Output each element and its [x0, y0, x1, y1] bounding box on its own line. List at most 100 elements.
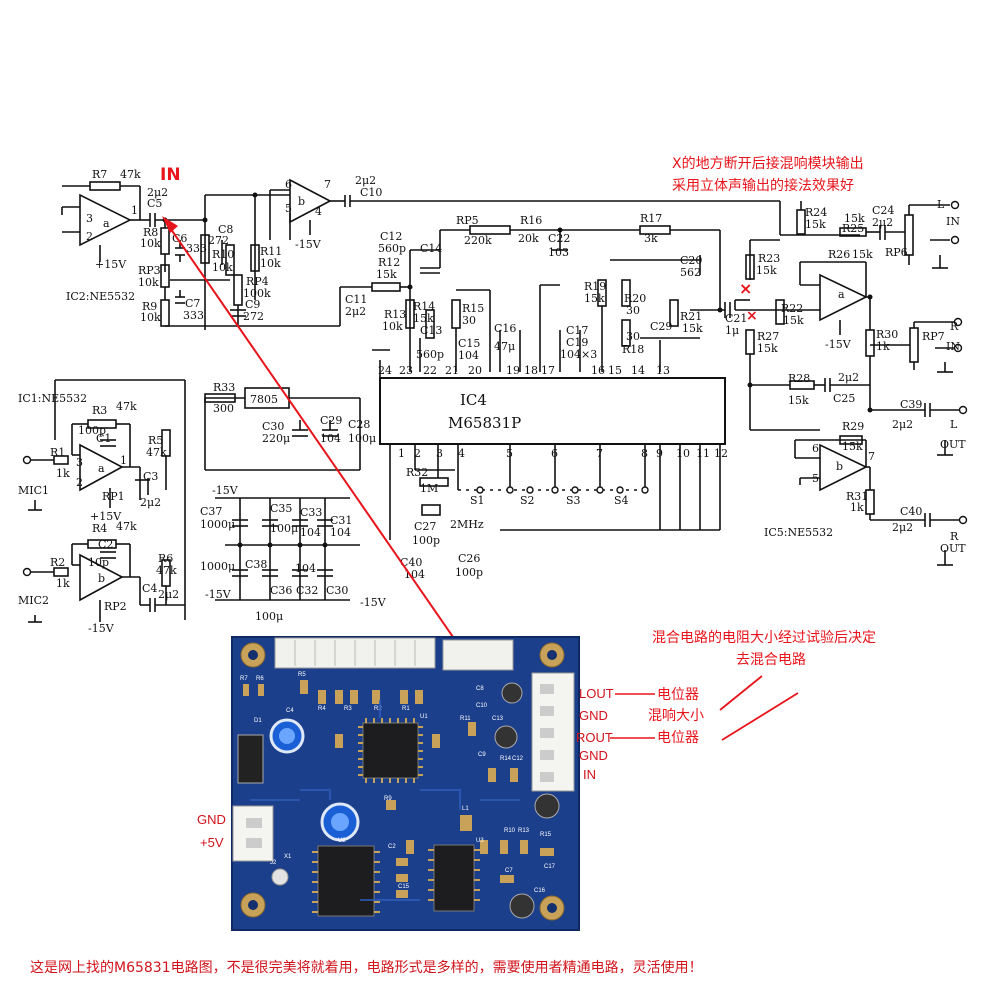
- svg-text:562: 562: [680, 266, 701, 279]
- svg-text:C17: C17: [544, 864, 556, 870]
- ic4-name: IC4: [460, 391, 487, 409]
- svg-text:R4: R4: [318, 706, 326, 712]
- svg-text:2: 2: [86, 230, 93, 243]
- svg-text:C12: C12: [380, 230, 402, 243]
- svg-text:C16: C16: [494, 322, 516, 335]
- svg-text:100p: 100p: [455, 566, 483, 579]
- svg-text:300: 300: [213, 402, 234, 415]
- svg-text:10k: 10k: [140, 237, 161, 250]
- svg-text:R18: R18: [622, 343, 644, 356]
- ic4-pin-21: 21: [445, 364, 459, 377]
- svg-text:R25: R25: [842, 222, 864, 235]
- ic4-pin-15: 15: [608, 364, 622, 377]
- svg-text:R11: R11: [460, 716, 471, 722]
- svg-text:100p: 100p: [412, 534, 440, 547]
- svg-text:C12: C12: [512, 756, 524, 762]
- svg-text:C26: C26: [458, 552, 480, 565]
- svg-text:S4: S4: [614, 494, 629, 507]
- schematic: [28, 178, 960, 623]
- chip-u2: [317, 845, 375, 917]
- svg-text:15k: 15k: [376, 268, 397, 281]
- svg-text:15k: 15k: [757, 342, 778, 355]
- cap-c10: [501, 682, 523, 704]
- svg-text:R6: R6: [256, 676, 264, 682]
- crystal-x1: [271, 868, 289, 886]
- svg-text:-15V: -15V: [825, 338, 852, 351]
- svg-text:MIC1: MIC1: [18, 484, 49, 497]
- svg-text:15k: 15k: [584, 292, 605, 305]
- ic4-pin-23: 23: [399, 364, 413, 377]
- svg-text:R23: R23: [758, 252, 780, 265]
- svg-text:C19: C19: [566, 336, 588, 349]
- svg-text:C40: C40: [400, 556, 422, 569]
- terminal-r-in: [953, 343, 963, 353]
- ic4-pin-7: 7: [596, 447, 603, 460]
- connector-power: [232, 805, 274, 862]
- svg-text:R30: R30: [876, 328, 898, 341]
- cap-c15: [534, 793, 560, 819]
- svg-text:560p: 560p: [378, 242, 406, 255]
- svg-text:b: b: [298, 195, 305, 208]
- svg-text:R10: R10: [504, 828, 516, 834]
- svg-text:47μ: 47μ: [494, 340, 515, 353]
- ic4-pin-19: 19: [506, 364, 520, 377]
- svg-text:1: 1: [120, 454, 127, 467]
- svg-text:104×3: 104×3: [560, 348, 597, 361]
- svg-text:333: 333: [183, 309, 204, 322]
- svg-text:S3: S3: [566, 494, 581, 507]
- cross-mark-1: ×: [739, 279, 752, 298]
- svg-text:IN: IN: [946, 340, 960, 353]
- svg-text:1000μ: 1000μ: [200, 560, 235, 573]
- svg-text:15k: 15k: [852, 248, 873, 261]
- svg-text:a: a: [103, 217, 110, 230]
- svg-text:104: 104: [295, 562, 316, 575]
- svg-text:1k: 1k: [56, 467, 70, 480]
- chip-u1: [362, 722, 419, 779]
- svg-text:10k: 10k: [138, 276, 159, 289]
- svg-text:D1: D1: [254, 718, 262, 724]
- svg-text:C31: C31: [330, 514, 352, 527]
- svg-text:20k: 20k: [518, 232, 539, 245]
- svg-text:15k: 15k: [682, 322, 703, 335]
- svg-text:L: L: [937, 198, 945, 211]
- svg-text:R: R: [950, 320, 959, 333]
- svg-text:47k: 47k: [146, 446, 167, 459]
- svg-text:R12: R12: [378, 256, 400, 269]
- bottom-caption: 这是网上找的M65831电路图，不是很完美将就着用，电路形式是多样的，需要使用者…: [30, 959, 703, 976]
- svg-text:b: b: [98, 572, 105, 585]
- svg-text:10k: 10k: [212, 261, 233, 274]
- x-note-line2: 采用立体声输出的接法效果好: [672, 177, 854, 194]
- ic4-pin-24: 24: [378, 364, 392, 377]
- svg-text:L: L: [950, 418, 958, 431]
- svg-text:C39: C39: [900, 398, 922, 411]
- svg-text:1M: 1M: [420, 482, 438, 495]
- opamp-ic1-b: [79, 553, 124, 602]
- svg-text:IC1:NE5532: IC1:NE5532: [18, 392, 87, 405]
- svg-text:C1: C1: [96, 432, 111, 445]
- svg-text:15k: 15k: [413, 312, 434, 325]
- svg-text:R3: R3: [92, 404, 107, 417]
- svg-text:272: 272: [208, 234, 229, 247]
- svg-text:R: R: [950, 530, 959, 543]
- svg-text:R1: R1: [50, 446, 65, 459]
- svg-text:R8: R8: [143, 226, 158, 239]
- svg-text:C10: C10: [360, 186, 382, 199]
- svg-text:C24: C24: [872, 204, 894, 217]
- svg-text:R5: R5: [148, 434, 163, 447]
- svg-text:10p: 10p: [88, 556, 109, 569]
- svg-text:R33: R33: [213, 381, 235, 394]
- svg-text:-15V: -15V: [212, 484, 239, 497]
- svg-text:C7: C7: [185, 297, 200, 310]
- svg-text:S2: S2: [520, 494, 535, 507]
- svg-text:R21: R21: [680, 310, 702, 323]
- svg-text:2μ2: 2μ2: [158, 588, 179, 601]
- svg-text:C4: C4: [142, 582, 157, 595]
- x-note-line1: X的地方断开后接混响模块输出: [672, 155, 864, 172]
- svg-text:5: 5: [812, 472, 819, 485]
- svg-text:104: 104: [330, 526, 351, 539]
- svg-text:2: 2: [76, 476, 83, 489]
- diode-d1: [237, 734, 264, 784]
- svg-text:-15V: -15V: [88, 622, 115, 635]
- pcb-label-5v: +5V: [200, 835, 224, 850]
